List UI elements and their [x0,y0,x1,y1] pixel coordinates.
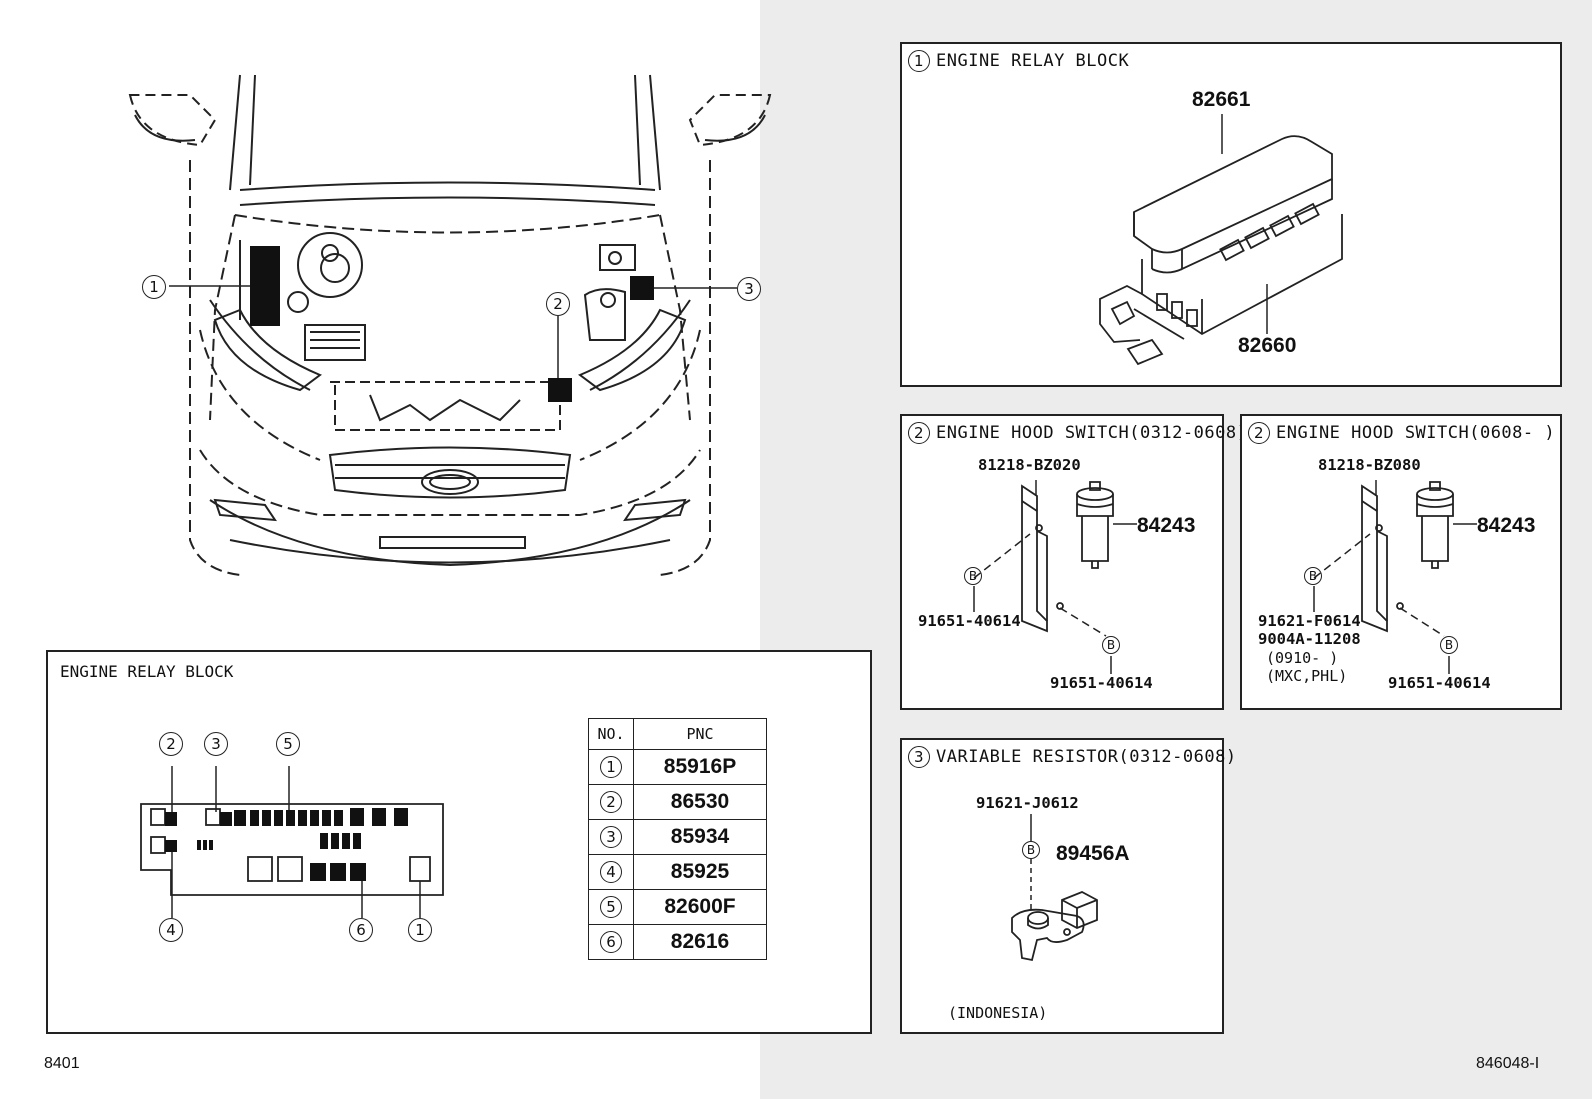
row-number: 6 [600,931,622,953]
relay-block-marker [250,246,280,326]
layout-callout-4: 4 [159,918,183,942]
row-number: 5 [600,896,622,918]
part-82660: 82660 [1238,334,1297,357]
bolt-mark-b: B [1022,841,1040,859]
table-row: 3 85934 [588,819,767,855]
bolt-91651-40614-left: 91651-40614 [918,612,1021,630]
layout-callout-1: 1 [408,918,432,942]
pnc-value: 86530 [633,784,767,820]
panel2b-title-text: ENGINE HOOD SWITCH(0608- ) [1276,423,1556,443]
table-row: 5 82600F [588,889,767,925]
pnc-value: 85925 [633,854,767,890]
part-81218-BZ080: 81218-BZ080 [1318,456,1421,474]
part-89456A: 89456A [1056,842,1130,865]
variable-resistor-drawing [1011,814,1098,962]
panel2b-number: 2 [1248,422,1270,444]
layout-callout-5: 5 [276,732,300,756]
panel-hood-switch-late: 2 ENGINE HOOD SWITCH(0608- ) 81218-BZ080… [1240,414,1562,710]
row-number: 4 [600,861,622,883]
bolt-9004A-11208: 9004A-11208 [1258,630,1361,648]
panel2b-title: 2 ENGINE HOOD SWITCH(0608- ) [1248,422,1555,444]
panel1-title-text: ENGINE RELAY BLOCK [936,51,1130,71]
part-84243: 84243 [1137,514,1196,537]
panel-engine-relay-block: 1 ENGINE RELAY BLOCK 82661 82660 [900,42,1562,387]
relay-block-drawing [1099,114,1343,366]
hood-switch-drawing [1313,480,1477,674]
relay-block-top-view [140,766,444,918]
relay-block-layout-panel: ENGINE RELAY BLOCK [46,650,872,1034]
market-note: (INDONESIA) [948,1004,1048,1022]
bolt-91621-F0614: 91621-F0614 [1258,612,1361,630]
table-row: 2 86530 [588,784,767,820]
panel3-title: 3 VARIABLE RESISTOR(0312-0608) [908,746,1237,768]
pnc-header-no: NO. [588,718,634,750]
panel2a-title: 2 ENGINE HOOD SWITCH(0312-0608) [908,422,1247,444]
vehicle-overview-drawing [128,74,772,576]
relay-block-layout-title: ENGINE RELAY BLOCK [60,662,234,681]
pnc-value: 85934 [633,819,767,855]
bolt-date-range: (0910- ) [1266,649,1339,667]
footer-right-code: 846048-I [1476,1055,1540,1072]
pnc-value: 85916P [633,749,767,785]
layout-callout-3: 3 [204,732,228,756]
pnc-table: NO. PNC 1 85916P 2 86530 3 85934 4 85925… [588,718,767,960]
bolt-91651-40614-bottom: 91651-40614 [1388,674,1491,692]
pnc-table-header: NO. PNC [588,718,767,750]
part-82661: 82661 [1192,88,1251,111]
bolt-mark-b: B [1304,567,1322,585]
panel3-number: 3 [908,746,930,768]
pnc-header-pnc: PNC [633,718,767,750]
table-row: 1 85916P [588,749,767,785]
overview-callout-2: 2 [546,292,570,316]
panel1-title: 1 ENGINE RELAY BLOCK [908,50,1129,72]
overview-callout-3: 3 [737,277,761,301]
row-number: 3 [600,826,622,848]
panel1-number: 1 [908,50,930,72]
panel3-title-text: VARIABLE RESISTOR(0312-0608) [936,747,1237,767]
layout-callout-2: 2 [159,732,183,756]
hood-switch-marker [548,378,572,402]
part-84243: 84243 [1477,514,1536,537]
row-number: 1 [600,756,622,778]
panel2a-title-text: ENGINE HOOD SWITCH(0312-0608) [936,423,1248,443]
resistor-marker [630,276,654,300]
bolt-mark-b: B [1102,636,1120,654]
bolt-91651-40614-bottom: 91651-40614 [1050,674,1153,692]
row-number: 2 [600,791,622,813]
bolt-mark-b: B [964,567,982,585]
part-81218-BZ020: 81218-BZ020 [978,456,1081,474]
pnc-value: 82616 [633,924,767,960]
hood-switch-drawing [973,480,1137,674]
layout-callout-6: 6 [349,918,373,942]
panel-variable-resistor: 3 VARIABLE RESISTOR(0312-0608) 91621-J06… [900,738,1236,1034]
part-91621-J0612: 91621-J0612 [976,794,1079,812]
footer-left-code: 8401 [44,1055,80,1072]
table-row: 4 85925 [588,854,767,890]
bolt-market-note: (MXC,PHL) [1266,667,1348,685]
table-row: 6 82616 [588,924,767,960]
bolt-mark-b: B [1440,636,1458,654]
overview-callout-1: 1 [142,275,166,299]
panel2a-number: 2 [908,422,930,444]
panel-hood-switch-early: 2 ENGINE HOOD SWITCH(0312-0608) 81218-BZ… [900,414,1247,710]
pnc-value: 82600F [633,889,767,925]
